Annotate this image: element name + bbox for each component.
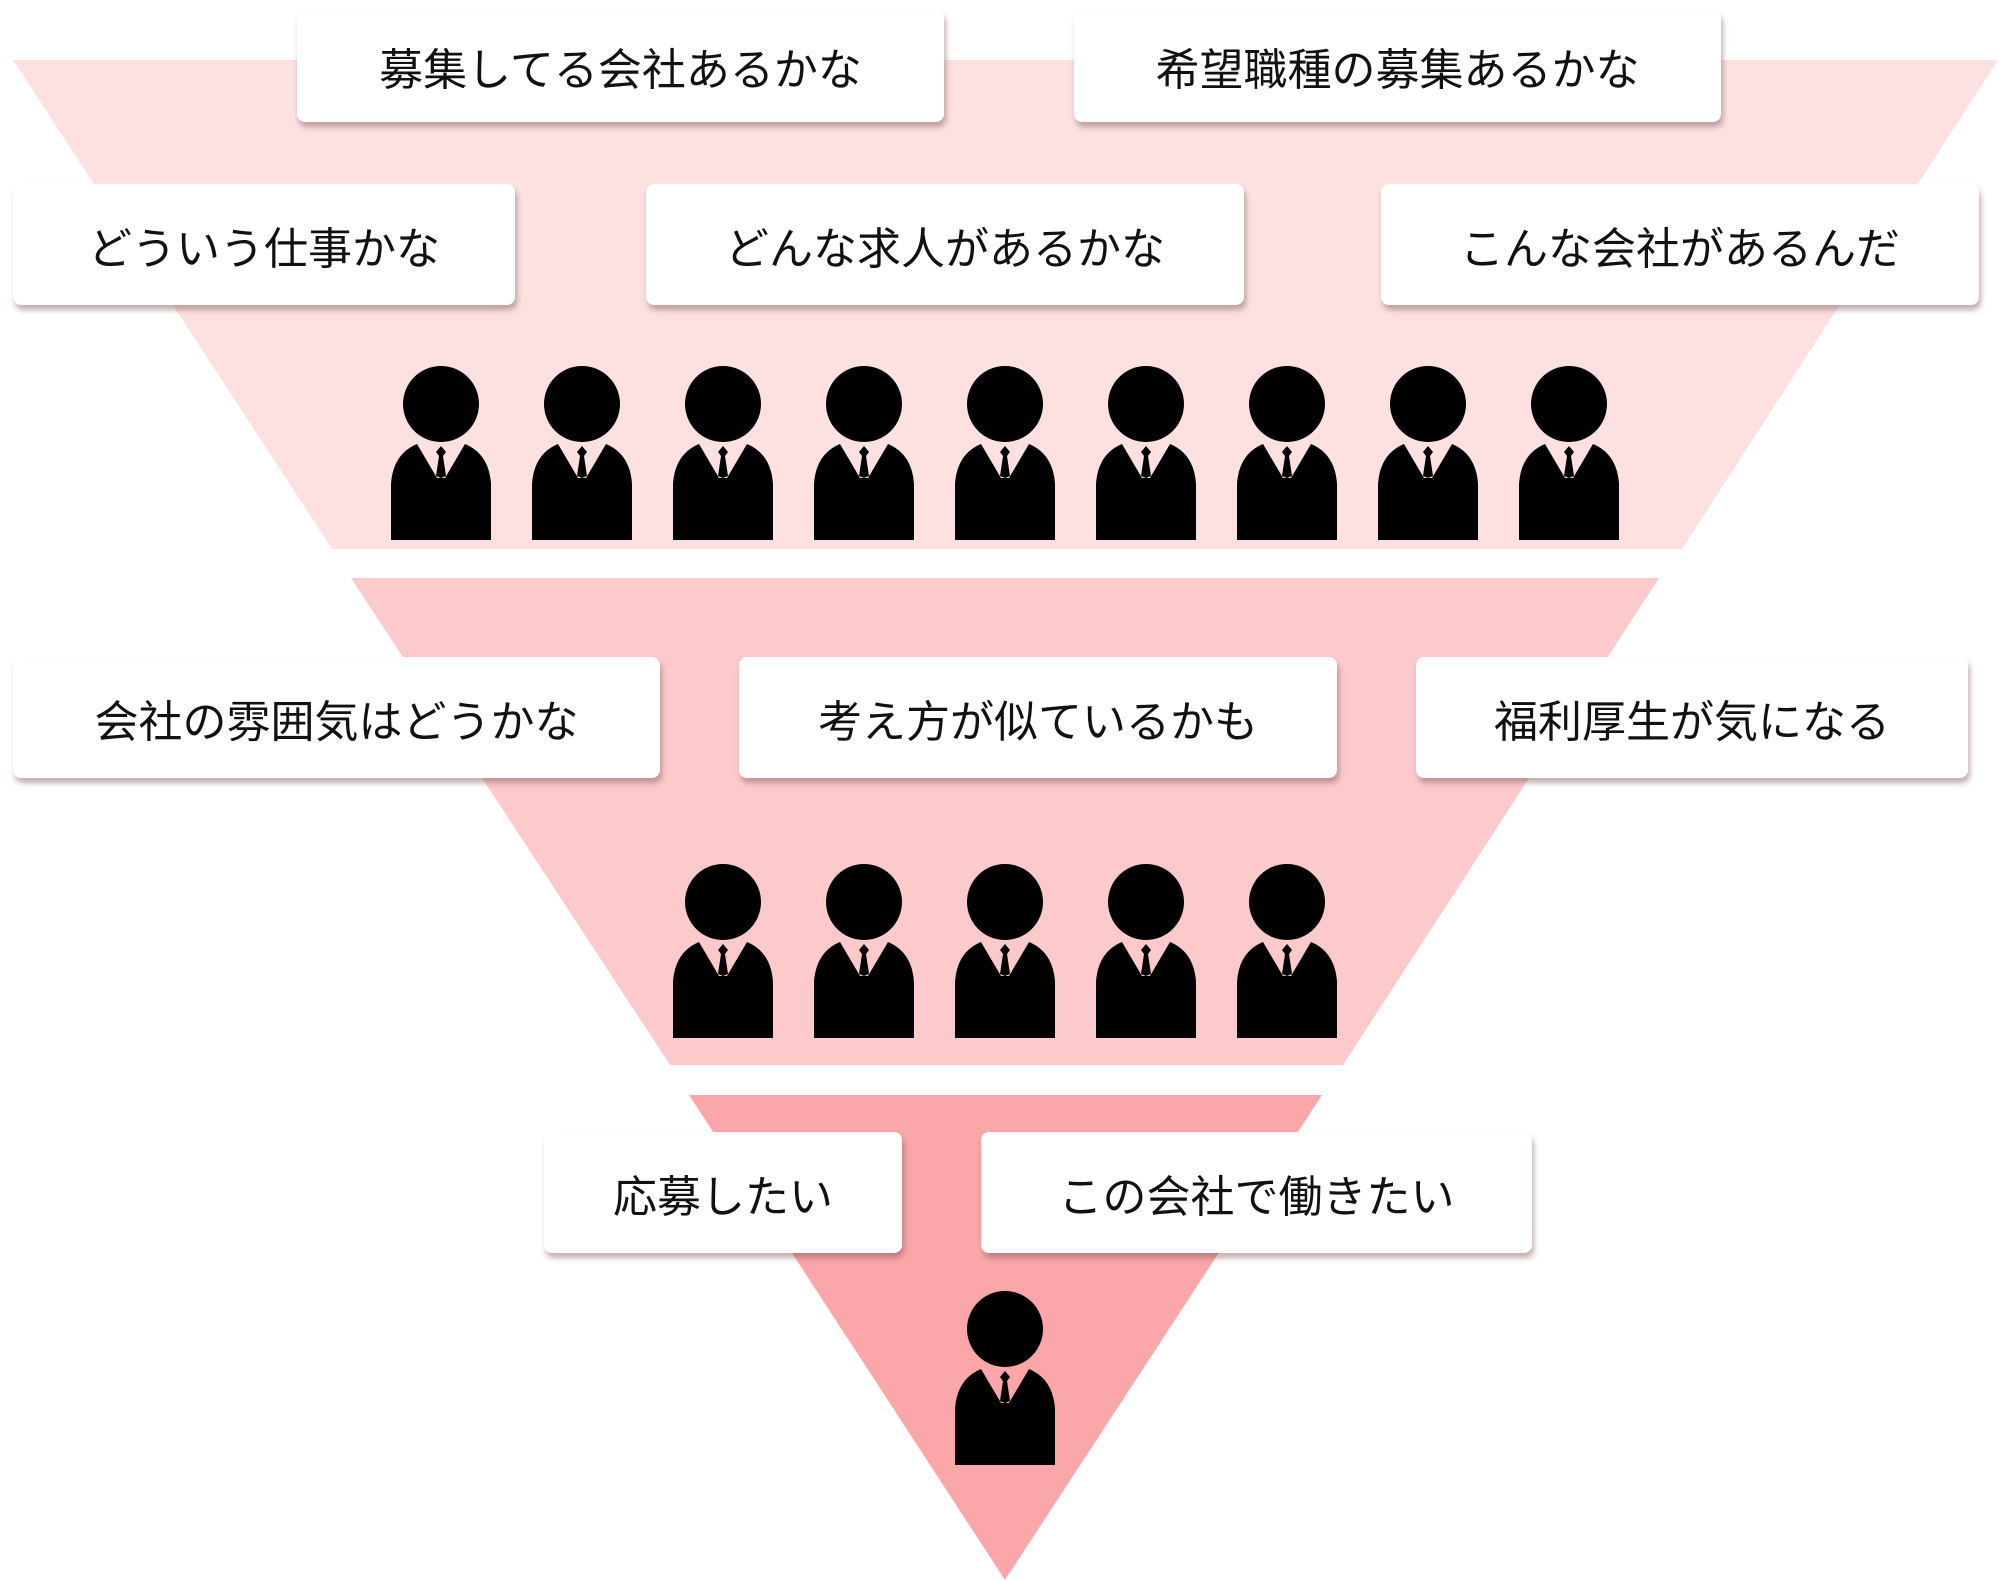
thought-bubble: 福利厚生が気になる	[1416, 657, 1968, 778]
person-icon	[391, 366, 491, 540]
person-icon	[1237, 864, 1337, 1038]
label: どういう仕事かな	[88, 223, 440, 275]
label: 福利厚生が気になる	[1494, 696, 1890, 748]
thought-bubble: 会社の雰囲気はどうかな	[13, 657, 660, 778]
person-icon	[673, 366, 773, 540]
label: どんな求人があるかな	[725, 223, 1165, 275]
person-icon	[955, 864, 1055, 1038]
thought-bubble: どういう仕事かな	[13, 184, 515, 305]
thought-bubble: どんな求人があるかな	[646, 184, 1244, 305]
label: 考え方が似ているかも	[818, 696, 1258, 748]
person-icon	[814, 366, 914, 540]
label: こんな会社があるんだ	[1460, 223, 1900, 275]
label: 募集してる会社あるかな	[379, 45, 862, 96]
label: この会社で働きたい	[1058, 1171, 1455, 1223]
label: 会社の雰囲気はどうかな	[94, 696, 579, 748]
person-icon	[955, 1291, 1055, 1465]
thought-bubble: この会社で働きたい	[981, 1132, 1532, 1253]
label: 応募したい	[613, 1171, 833, 1223]
person-icon	[1237, 366, 1337, 540]
thought-bubble: 希望職種の募集あるかな	[1074, 10, 1721, 122]
person-icon	[673, 864, 773, 1038]
thought-bubble: 応募したい	[544, 1132, 902, 1253]
person-icon	[1096, 366, 1196, 540]
person-icon	[1378, 366, 1478, 540]
thought-bubble: 募集してる会社あるかな	[297, 10, 944, 122]
thought-bubble: 考え方が似ているかも	[739, 657, 1337, 778]
person-icon	[1096, 864, 1196, 1038]
person-icon	[1519, 366, 1619, 540]
person-icon	[814, 864, 914, 1038]
label: 希望職種の募集あるかな	[1155, 45, 1640, 96]
thought-bubble: こんな会社があるんだ	[1381, 184, 1979, 305]
person-icon	[955, 366, 1055, 540]
person-icon	[532, 366, 632, 540]
